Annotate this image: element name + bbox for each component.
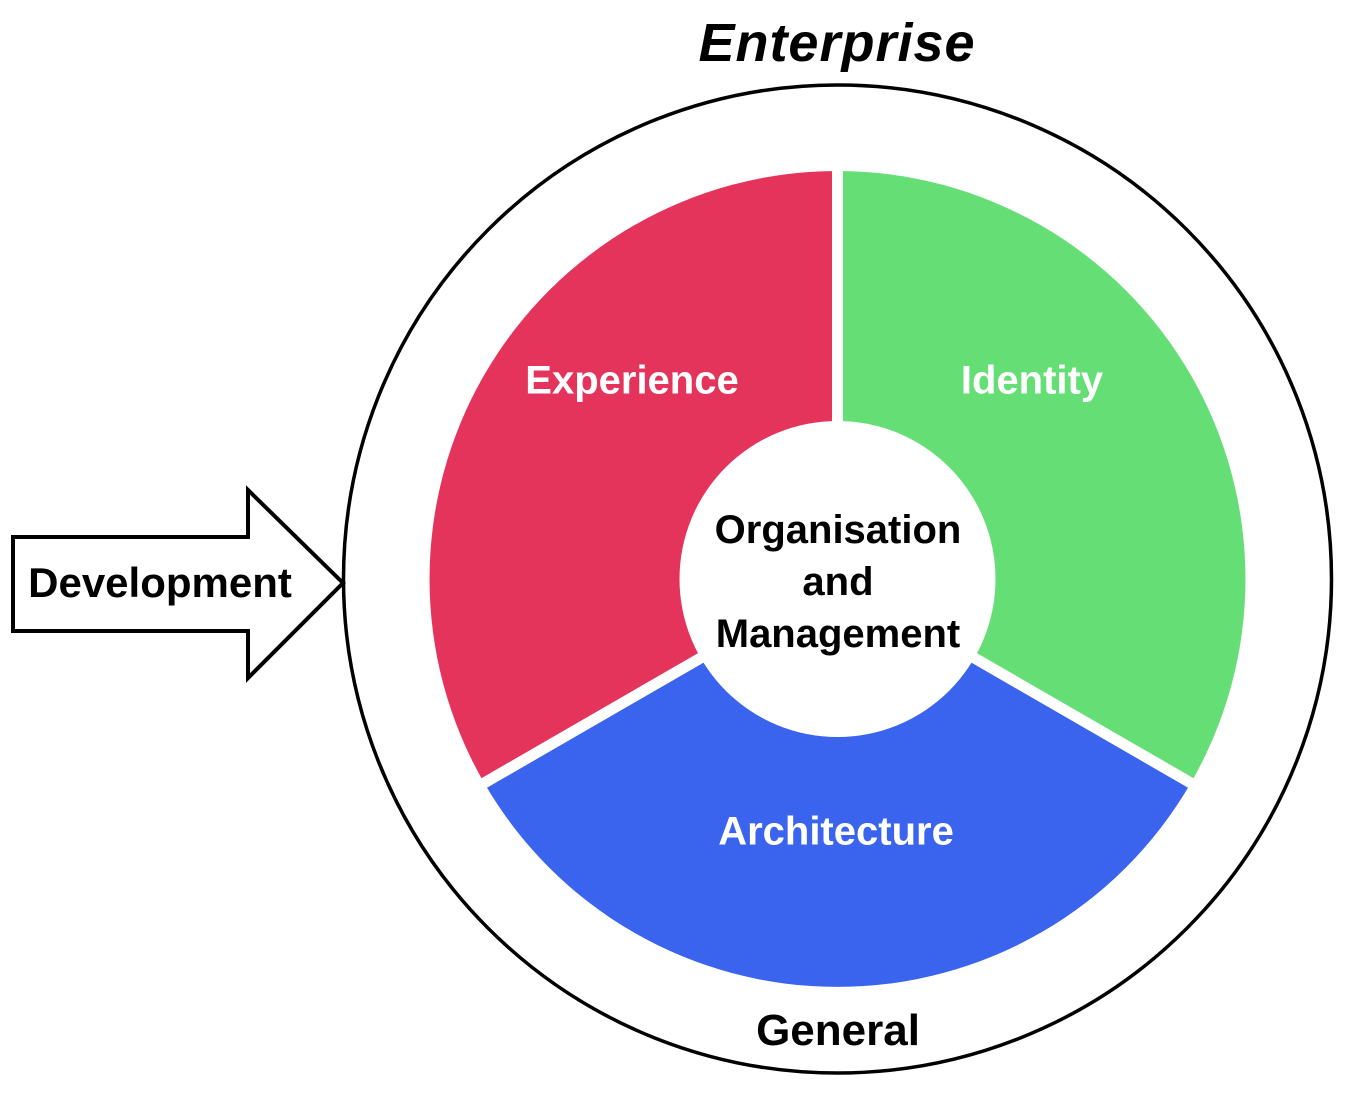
segment-architecture-label: Architecture: [718, 809, 954, 854]
segment-divider-lower-left: [475, 646, 715, 792]
segment-architecture-slice: [484, 579, 1191, 987]
center-hub-label: Organisation and Management: [715, 504, 962, 660]
enterprise-title: Enterprise: [698, 13, 976, 73]
development-arrow: [11, 485, 346, 683]
center-hub-circle: [679, 421, 996, 737]
center-hub-label-line2: and: [802, 560, 874, 604]
center-hub-label-line1: Organisation: [714, 508, 962, 552]
general-label: General: [756, 1006, 920, 1055]
development-arrow-label: Development: [28, 559, 292, 606]
center-hub-label-line3: Management: [715, 612, 961, 656]
segment-experience-label: Experience: [525, 358, 739, 403]
segment-identity-label: Identity: [960, 358, 1104, 403]
segment-divider-lower-right: [960, 646, 1200, 792]
